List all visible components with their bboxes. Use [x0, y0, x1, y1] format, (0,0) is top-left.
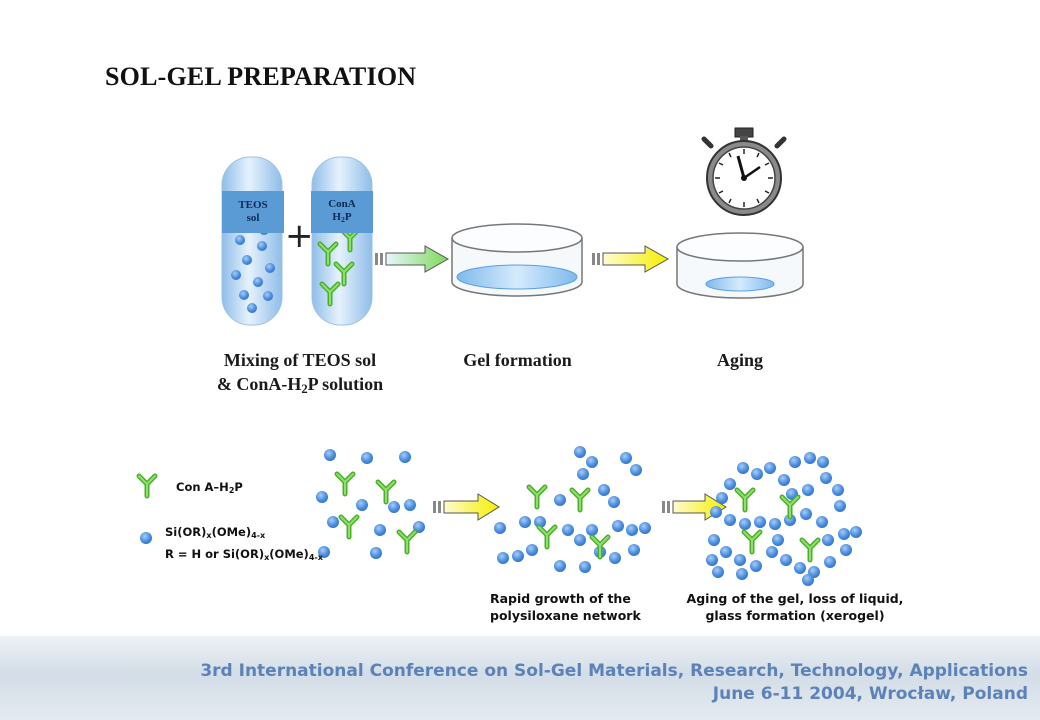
aging-caption: Aging	[716, 350, 763, 370]
footer-line2: June 6-11 2004, Wrocław, Poland	[712, 684, 1028, 704]
stopwatch-icon	[701, 127, 787, 216]
mixing-caption-line1: Mixing of TEOS sol	[223, 350, 377, 370]
cona-legend-sub: 2	[228, 486, 235, 495]
mixing-caption: Mixing of TEOS sol & ConA-H2P solution	[190, 348, 410, 401]
arrow-to-aging	[592, 245, 670, 273]
mixing-line2-sub: 2	[301, 382, 308, 397]
xerogel-network-cluster	[706, 452, 862, 586]
cona-h: H	[332, 211, 341, 224]
bead-legend-formula: Si(OR)x(OMe)4-x R = H or Si(OR)x(OMe)4-x	[165, 523, 323, 567]
aging-dish	[676, 232, 804, 299]
formula1-mid: (OMe)	[211, 525, 252, 539]
formula2-sub2: 4-x	[308, 553, 323, 562]
arrow-to-growth	[433, 493, 500, 521]
mixing-line2-post: P solution	[307, 374, 384, 394]
aging-note-line2: glass formation (xerogel)	[705, 608, 885, 623]
gel-formation-dish	[451, 223, 583, 297]
aging-note: Aging of the gel, loss of liquid, glass …	[680, 590, 910, 624]
slide-title: SOL-GEL PREPARATION	[105, 62, 417, 91]
cona-label-line1: ConA	[328, 198, 356, 211]
cona-p: P	[344, 211, 352, 224]
initial-mixture-cluster	[316, 449, 425, 559]
cona-h2p-label: ConA H2P	[311, 191, 373, 233]
teos-sol-label: TEOS sol	[222, 191, 284, 233]
cona-legend-pre: Con A–H	[176, 480, 229, 494]
arrow-to-gel-formation	[375, 245, 450, 273]
cona-legend-post: P	[234, 480, 243, 494]
mixing-line2-pre: & ConA-H	[216, 374, 302, 394]
growth-note: Rapid growth of the polysiloxane network	[490, 590, 641, 624]
formula2-mid: (OMe)	[269, 547, 309, 561]
formula2-sub1: x	[264, 553, 270, 562]
gel-formation-caption: Gel formation	[463, 350, 572, 370]
mixing-caption-line2: & ConA-H2P solution	[190, 372, 410, 401]
cona-label-line2: H2P	[311, 211, 373, 226]
plus-sign: +	[285, 216, 314, 256]
polysiloxane-growth-cluster	[494, 446, 651, 573]
cona-h-sub: 2	[340, 214, 345, 224]
formula-line2: R = H or Si(OR)x(OMe)4-x	[165, 545, 323, 567]
teos-label-line1: TEOS	[238, 199, 268, 211]
formula1-sub1: x	[206, 531, 212, 540]
cona-legend-label: Con A–H2P	[176, 480, 243, 495]
bead-legend-icon	[140, 532, 152, 544]
formula-line1: Si(OR)x(OMe)4-x	[165, 523, 323, 545]
footer-line1: 3rd International Conference on Sol-Gel …	[200, 661, 1028, 681]
process-illustration	[0, 127, 862, 586]
growth-note-line1: Rapid growth of the	[490, 591, 631, 606]
cona-h2p-tube	[311, 156, 373, 326]
formula1-sub2: 4-x	[251, 531, 266, 540]
growth-note-line2: polysiloxane network	[490, 608, 641, 623]
footer-band	[0, 636, 1040, 720]
teos-label-line2: sol	[246, 212, 260, 224]
formula1-pre: Si(OR)	[165, 525, 207, 539]
formula2-pre: R = H or Si(OR)	[165, 547, 265, 561]
aging-note-line1: Aging of the gel, loss of liquid,	[686, 591, 904, 606]
teos-sol-tube	[221, 156, 283, 326]
antibody-legend-icon	[139, 476, 155, 496]
conference-footer: 3rd International Conference on Sol-Gel …	[200, 660, 1028, 706]
